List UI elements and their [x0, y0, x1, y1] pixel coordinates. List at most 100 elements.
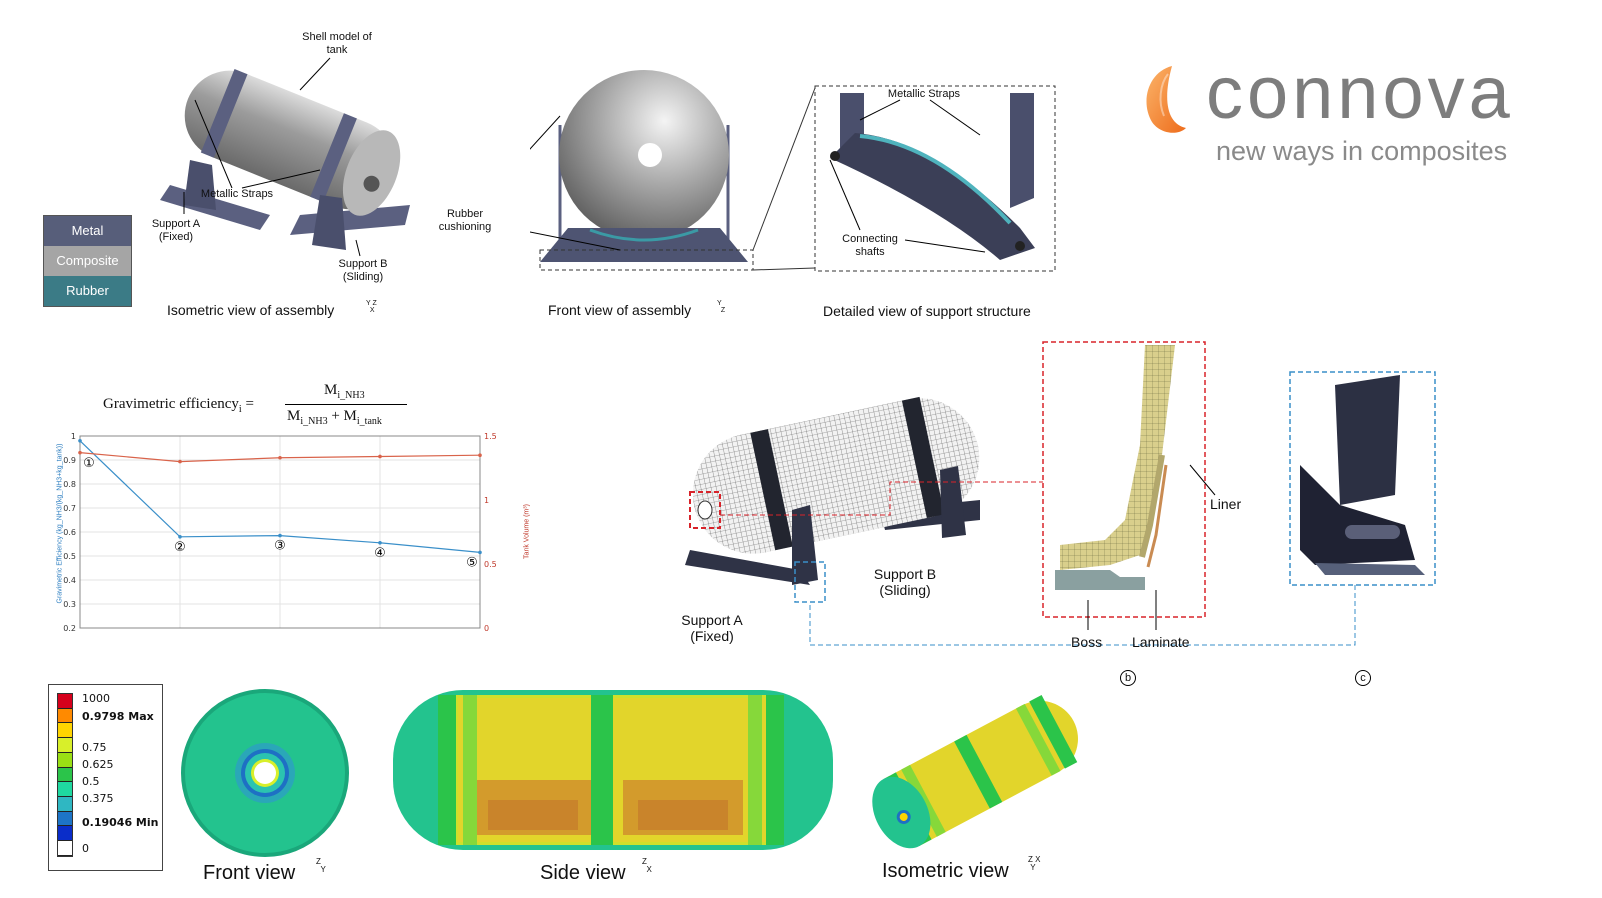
- chart-y2label: Tank Volume (m³): [523, 504, 531, 559]
- axis-triad-side-view: Z X: [642, 857, 652, 874]
- legend-max: 0.9798 Max: [82, 710, 154, 723]
- y-tick-label: 0.6: [63, 528, 76, 537]
- clamp-detail-drawing: [1300, 375, 1425, 575]
- label-laminate: Laminate: [1132, 634, 1190, 650]
- y-tick-label: 0.3: [63, 600, 76, 609]
- contour-legend: 1000 0.9798 Max 0.75 0.625 0.5 0.375 0.1…: [48, 684, 163, 871]
- data-point-left: [478, 550, 482, 555]
- caption-isometric-view: Isometric view: [882, 860, 1009, 882]
- caption-isometric-assembly: Isometric view of assembly: [167, 302, 335, 318]
- formula-lhs-sub: i: [238, 404, 242, 415]
- colorbar-band: [58, 841, 72, 856]
- label-support-b-iso: Support B (Sliding): [338, 258, 388, 283]
- label-metallic-straps-detail: Metallic Straps: [887, 88, 961, 100]
- y2-tick-label: 1: [484, 496, 489, 505]
- marker-c: c: [1355, 670, 1371, 686]
- brand-logo-mark: [1138, 62, 1190, 136]
- colorbar-band: [58, 782, 72, 798]
- label-support-a-mesh: Support A (Fixed): [681, 612, 743, 644]
- label-connecting-shafts: Connecting shafts: [842, 233, 898, 258]
- marker-b: b: [1120, 670, 1136, 686]
- material-legend: Metal Composite Rubber: [43, 215, 132, 307]
- colorbar-band: [58, 708, 72, 724]
- legend-top: 1000: [82, 692, 110, 705]
- colorbar-band: [58, 752, 72, 768]
- y2-tick-label: 1.5: [484, 432, 497, 441]
- colorbar-band: [58, 723, 72, 739]
- point-label: ⑤: [466, 555, 478, 570]
- data-point-left: [278, 533, 282, 538]
- y-tick-label: 0.7: [63, 504, 76, 513]
- point-label: ④: [374, 546, 386, 561]
- y-tick-label: 0.4: [63, 576, 76, 585]
- isometric-assembly-drawing: [160, 69, 410, 250]
- data-point-right: [178, 459, 182, 464]
- data-point-left: [78, 439, 82, 443]
- caption-front-view: Front view: [203, 862, 296, 884]
- legend-composite: Composite: [44, 246, 131, 276]
- data-point-right: [78, 450, 82, 455]
- legend-tick-0625: 0.625: [82, 758, 114, 771]
- label-support-b-mesh: Support B (Sliding): [873, 566, 937, 598]
- axis-triad-icon-front: Y Z: [717, 300, 726, 314]
- axis-triad-front-view: Z Y: [316, 857, 326, 874]
- label-metallic-straps-iso: Metallic Straps: [200, 188, 274, 200]
- label-boss: Boss: [1071, 634, 1103, 650]
- legend-tick-0375: 0.375: [82, 792, 114, 805]
- formula-denominator: Mi_NH3 + Mi_tank: [287, 408, 382, 427]
- colorbar-band: [58, 826, 72, 842]
- legend-metal: Metal: [44, 216, 131, 246]
- caption-support-detail: Detailed view of support structure: [823, 303, 1031, 319]
- legend-tick-05: 0.5: [82, 775, 100, 788]
- front-dashed-callout: [530, 85, 1056, 272]
- label-liner: Liner: [1210, 496, 1242, 512]
- legend-bottom: 0: [82, 842, 89, 855]
- colorbar-band: [58, 797, 72, 812]
- y-tick-label: 0.5: [63, 552, 76, 561]
- formula-fraction-bar: [285, 404, 407, 405]
- iso-leader-lines: [183, 57, 361, 257]
- data-point-left: [178, 535, 182, 539]
- detail-leader-lines: [829, 99, 986, 253]
- y2-tick-label: 0.5: [484, 560, 497, 569]
- colorbar-band: [58, 694, 72, 709]
- legend-rubber: Rubber: [44, 276, 131, 306]
- data-point-right: [278, 455, 282, 460]
- chart-frame: [79, 435, 481, 629]
- y-tick-label: 1: [71, 432, 76, 441]
- mesh-callout-lines: [720, 341, 1436, 646]
- legend-min: 0.19046 Min: [82, 816, 159, 829]
- contour-colorbar: [57, 693, 73, 857]
- colorbar-band: [58, 738, 72, 753]
- y-tick-label: 0.2: [63, 624, 76, 633]
- axis-triad-iso-view: Z X Y: [1028, 855, 1041, 872]
- axis-triad-icon: Y Z X: [366, 300, 377, 314]
- colorbar-band: [58, 811, 72, 827]
- y2-tick-label: 0: [484, 624, 489, 633]
- legend-tick-075: 0.75: [82, 741, 107, 754]
- support-structure-drawing: [830, 93, 1035, 260]
- formula-lhs: Gravimetric efficiency: [103, 396, 239, 412]
- contour-front-view: [181, 689, 349, 857]
- label-support-a-iso: Support A (Fixed): [151, 218, 201, 243]
- formula-numerator: Mi_NH3: [324, 382, 365, 401]
- data-point-right: [478, 453, 482, 457]
- brand-name: connova: [1206, 51, 1514, 134]
- contour-side-view: [393, 690, 833, 850]
- chart-ylabel: Gravimetric Efficiency (kg_NH3/(kg_NH3+k…: [56, 443, 64, 604]
- caption-side-view: Side view: [540, 862, 626, 884]
- y-tick-label: 0.9: [63, 456, 76, 465]
- front-assembly-drawing: [540, 70, 748, 262]
- point-label: ③: [274, 539, 286, 554]
- data-point-right: [378, 454, 382, 459]
- data-point-left: [378, 541, 382, 545]
- mesh-leader-lines: [1087, 464, 1216, 630]
- brand-tagline: new ways in composites: [1216, 136, 1508, 166]
- point-label: ②: [174, 540, 186, 555]
- caption-front-assembly: Front view of assembly: [548, 302, 692, 318]
- label-shell-model: Shell model of tank: [302, 31, 372, 56]
- colorbar-band: [58, 767, 72, 783]
- y-tick-label: 0.8: [63, 480, 76, 489]
- label-rubber-cushioning: Rubber cushioning: [438, 208, 492, 233]
